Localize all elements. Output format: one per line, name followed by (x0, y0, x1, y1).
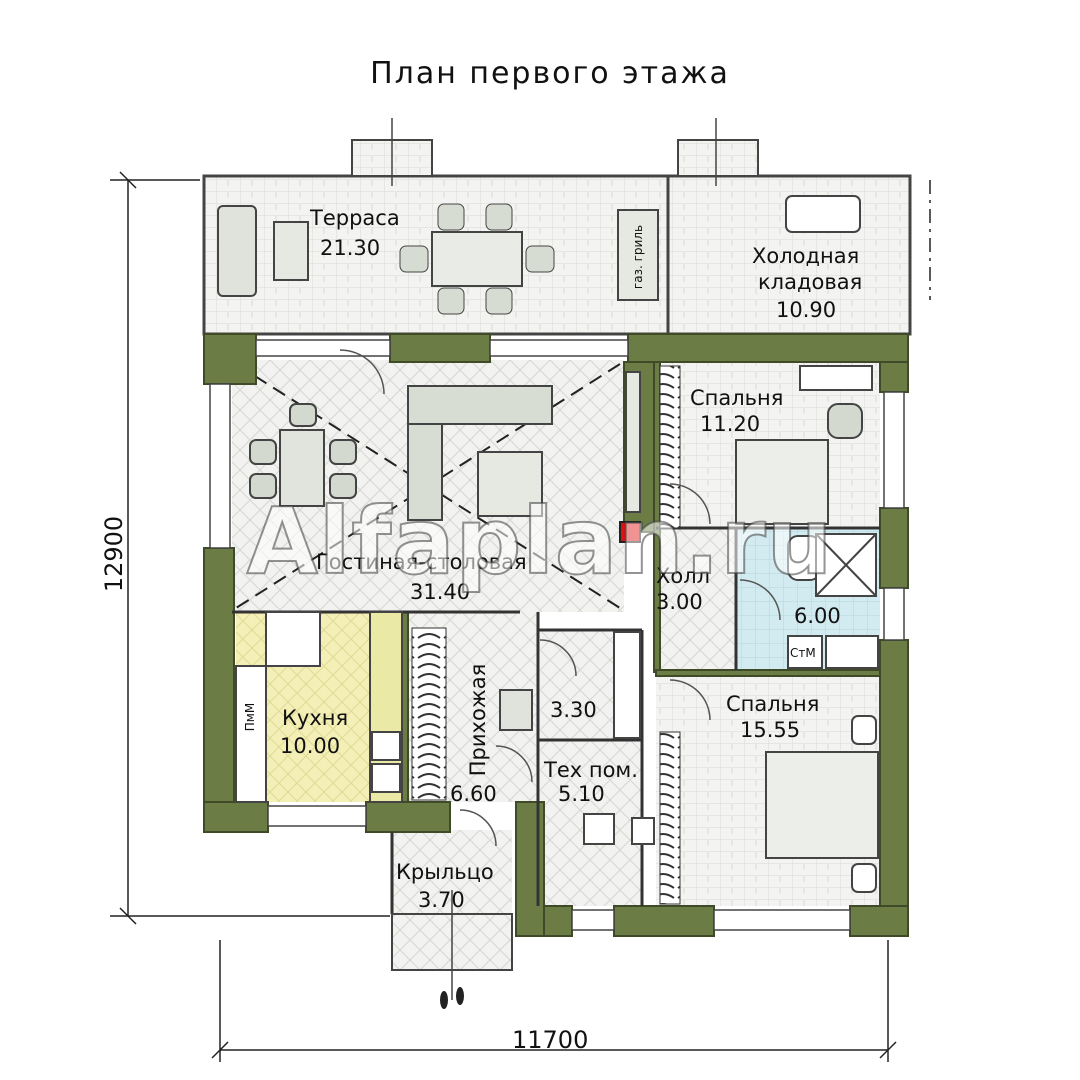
cold-storage-name-line1: Холодная (752, 244, 860, 268)
bedroom-top-name: Спальня (690, 386, 784, 410)
interior-partitions (232, 526, 880, 914)
exterior-walls (203, 333, 909, 937)
entry-area: 6.60 (450, 782, 497, 806)
bedroom-top-area: 11.20 (700, 412, 761, 436)
cold-storage-area: 10.90 (776, 298, 837, 322)
closet-area: 3.30 (550, 698, 597, 722)
bedroom-furniture (735, 365, 879, 893)
dimension-lines (110, 171, 931, 1062)
watermark: Alfaplan.ru (246, 487, 834, 596)
living-area: 31.40 (410, 580, 471, 604)
porch-area: 3.70 (418, 888, 465, 912)
bathroom-area: 6.00 (794, 604, 841, 628)
grill-tag: газ. гриль (631, 224, 646, 290)
kitchen-name: Кухня (282, 706, 349, 730)
hall-area: 3.00 (656, 590, 703, 614)
bedroom-bottom-area: 15.55 (740, 718, 801, 742)
hall-name: Холл (656, 564, 711, 588)
entry-name: Прихожая (466, 663, 491, 777)
tech-area: 5.10 (558, 782, 605, 806)
plan-title: План первого этажа (370, 56, 730, 91)
porch-name: Крыльцо (396, 860, 494, 884)
washer-tag: СтМ (790, 646, 816, 660)
porch (391, 890, 513, 1009)
width-dimension: 11700 (512, 1026, 589, 1054)
dishwasher-tag: ПмМ (243, 702, 258, 732)
living-name: Гостиная-столовая (316, 550, 527, 574)
windows (209, 339, 905, 931)
kitchen-furniture (235, 611, 655, 845)
kitchen-area: 10.00 (280, 734, 341, 758)
living-furniture (249, 371, 641, 543)
tech-name: Тех пом. (544, 758, 638, 782)
terrace-area: 21.30 (320, 236, 381, 260)
door-swings (339, 349, 781, 847)
bedroom-bottom-name: Спальня (726, 692, 820, 716)
terrace-name: Терраса (310, 206, 400, 230)
terrace-area (202, 118, 912, 336)
wardrobes (411, 365, 681, 905)
cold-storage-name-line2: кладовая (758, 270, 863, 294)
